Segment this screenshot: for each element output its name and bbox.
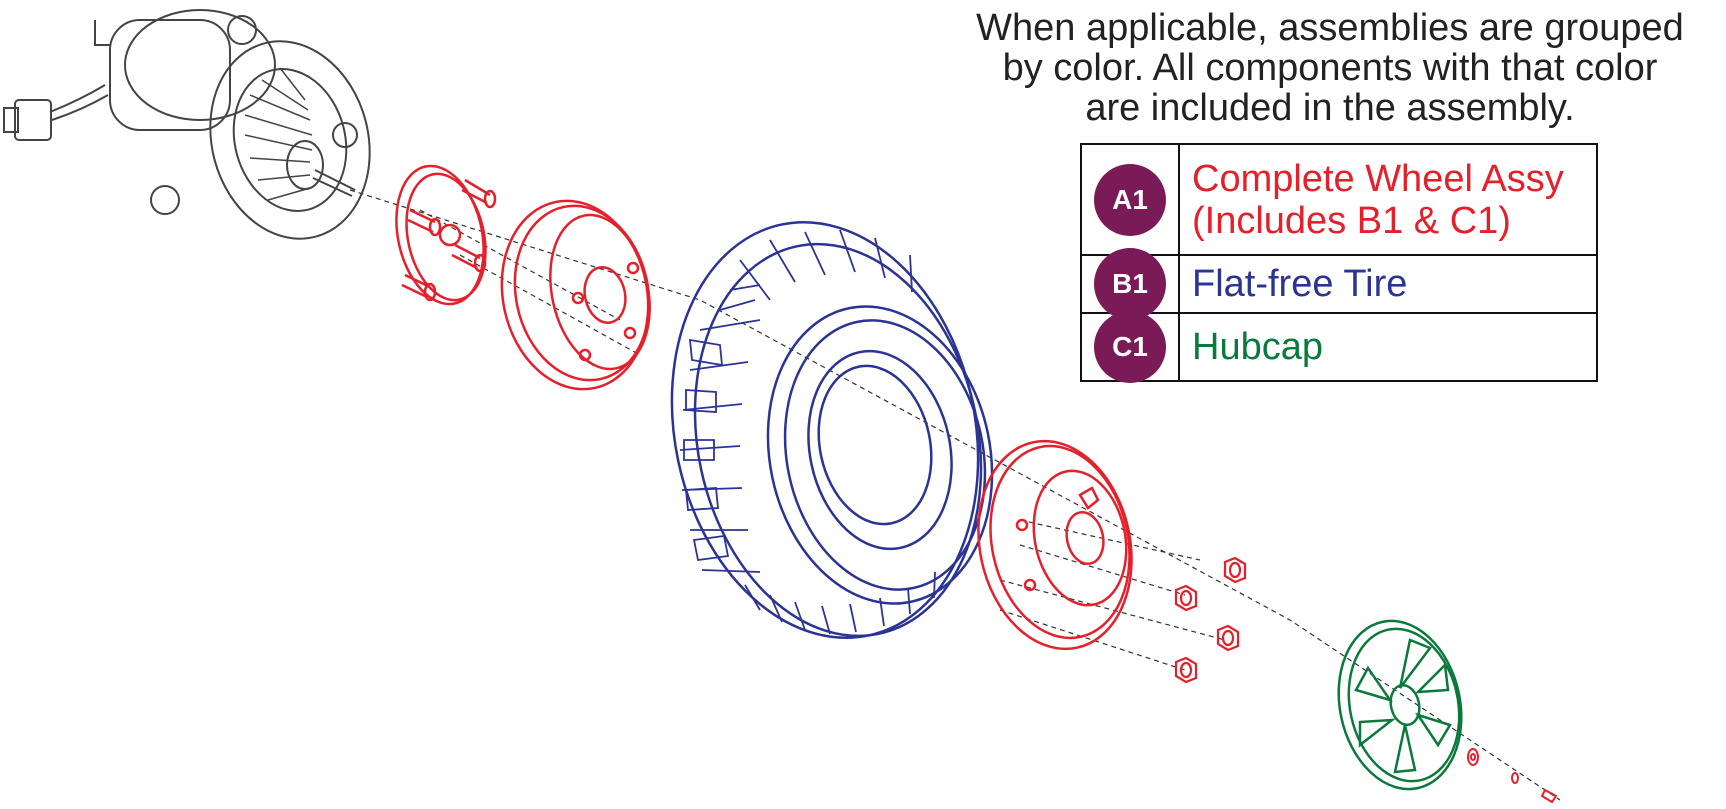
intro-note: When applicable, assemblies are grouped … [940, 8, 1720, 128]
intro-line-2: by color. All components with that color [1002, 47, 1658, 89]
outer-rim-half [977, 439, 1133, 651]
hubcap [1337, 619, 1463, 791]
legend-row-b1: B1 Flat-free Tire [1080, 248, 1598, 320]
assembly-legend: A1 Complete Wheel Assy (Includes B1 & C1… [1080, 143, 1598, 383]
hubcap-fasteners [1467, 748, 1558, 804]
lug-nut-4 [1174, 656, 1198, 684]
washer [1467, 748, 1479, 766]
intro-line-1: When applicable, assemblies are grouped [976, 7, 1684, 49]
tire-tread [679, 229, 936, 635]
lug-nuts [1174, 556, 1247, 684]
legend-row-c1: C1 Hubcap [1080, 311, 1598, 383]
lug-nut-1 [1223, 556, 1247, 584]
badge-b1: B1 [1094, 248, 1166, 320]
legend-label-c1: Hubcap [1192, 326, 1323, 368]
motor-gearbox [3, 9, 371, 240]
hubcap-spokes [1354, 638, 1452, 774]
legend-row-a1: A1 Complete Wheel Assy (Includes B1 & C1… [1080, 143, 1598, 256]
lug-nut-3 [1216, 624, 1240, 652]
legend-label-a1: Complete Wheel Assy [1192, 157, 1564, 200]
screw [1540, 788, 1558, 804]
legend-label-a1-note: (Includes B1 & C1) [1192, 199, 1511, 242]
legend-label-b1: Flat-free Tire [1192, 263, 1408, 305]
inner-rim-half [500, 199, 651, 391]
intro-line-3: are included in the assembly. [1085, 87, 1575, 129]
small-washer [1511, 772, 1519, 784]
flat-free-tire [670, 220, 994, 640]
hub-studs [401, 178, 497, 302]
badge-a1: A1 [1094, 163, 1166, 236]
badge-c1: C1 [1094, 311, 1166, 383]
wheel-hub [395, 164, 497, 306]
assembly-centerlines [349, 189, 1561, 801]
lug-nut-2 [1174, 584, 1198, 612]
